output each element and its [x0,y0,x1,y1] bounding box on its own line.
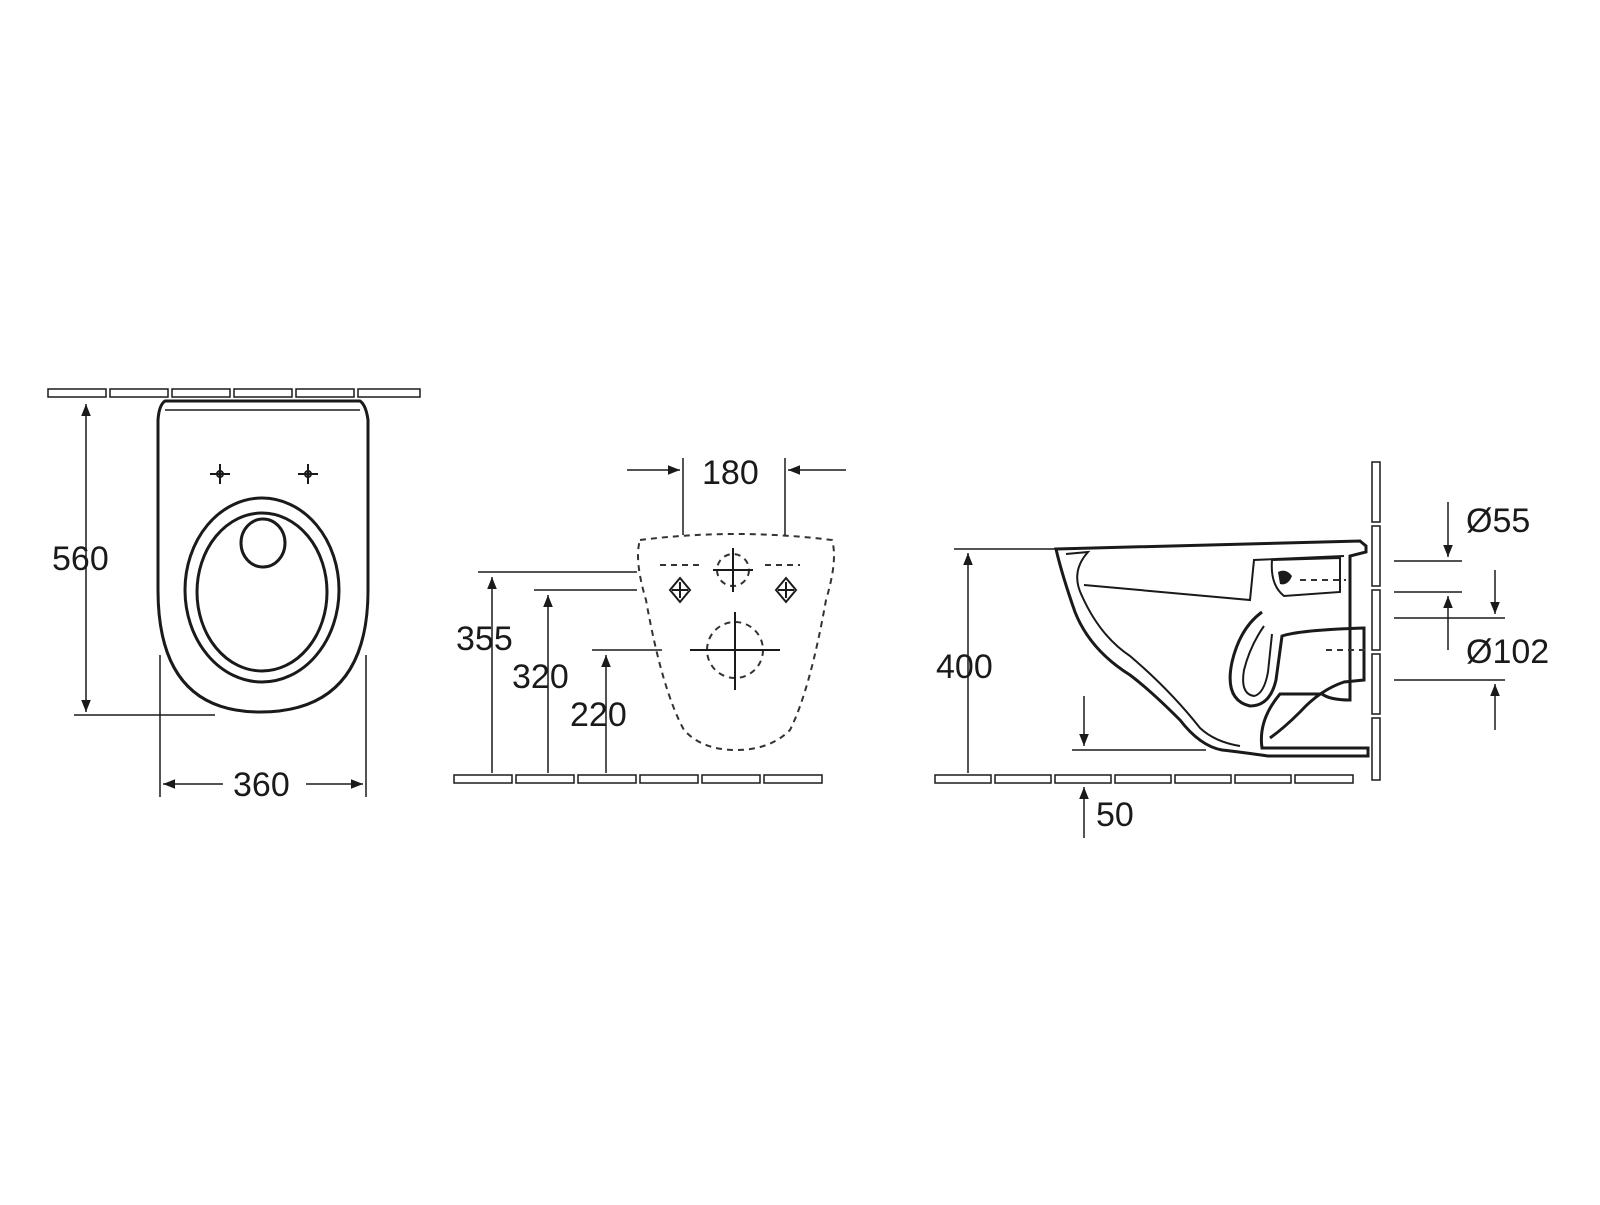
outlet-cross-icon [690,612,780,690]
seat-outer [183,496,341,684]
wall-view: 180 355 320 220 [453,454,846,784]
dimension-outlet-diameter: Ø102 [1466,633,1549,671]
floor-strip-side-view [934,774,1354,784]
seat-fixing-icon [210,464,318,484]
bolt-fixing-icon [660,548,800,604]
dimension-320: 320 [512,658,569,696]
top-view: 560 360 [47,388,421,804]
bowl-profile-outer [1054,539,1370,758]
flush-inlet [1270,556,1341,598]
bowl-silhouette-dashed [637,533,835,752]
wall-strip-side-view [1371,461,1381,781]
dimension-360: 360 [233,766,290,804]
dimension-220: 220 [570,696,627,734]
dimension-180: 180 [702,454,759,492]
wall-strip-top [47,388,421,398]
dimension-400: 400 [936,648,993,686]
dimension-560: 560 [52,540,109,578]
side-view: 400 50 Ø55 Ø102 [934,461,1549,838]
dimension-50: 50 [1096,796,1134,834]
dimension-inlet-diameter: Ø55 [1466,502,1530,540]
bowl-outline-plan [156,399,370,714]
seat-inner [195,511,329,673]
trap-outline [1228,610,1366,740]
bowl-profile-inner [1065,550,1241,747]
floor-strip-wall-view [453,774,823,784]
dimension-355: 355 [456,620,513,658]
water-outlet [239,517,287,569]
